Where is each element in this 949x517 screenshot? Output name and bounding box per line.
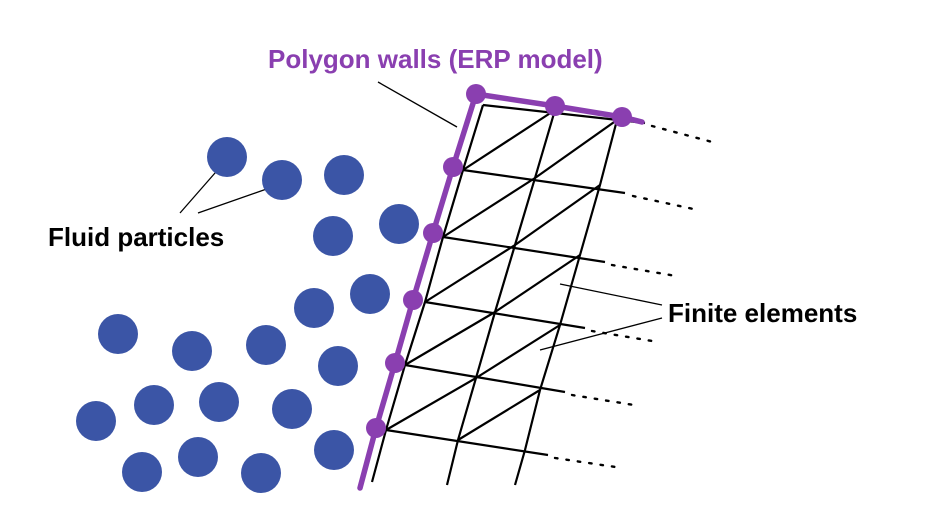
fluid-particle [318, 346, 358, 386]
fluid-particle [199, 382, 239, 422]
fluid-particle [379, 204, 419, 244]
mesh-row-3 [424, 300, 586, 330]
wall-node [466, 84, 486, 104]
polygon-wall-line [357, 91, 645, 491]
polygon-walls-label: Polygon walls (ERP model) [268, 44, 603, 74]
wall-node [423, 223, 443, 243]
leader-polygon-walls [377, 81, 458, 128]
mesh-diagonal [534, 119, 618, 179]
fluid-particles-label: Fluid particles [48, 222, 224, 252]
fluid-particle [294, 288, 334, 328]
mesh-diagonal [442, 177, 536, 238]
fluid-particle [98, 314, 138, 354]
mesh-diagonal [475, 324, 561, 379]
fluid-particle [313, 216, 353, 256]
fluid-particle [76, 401, 116, 441]
fluid-particle [246, 325, 286, 365]
mesh-row-5 [385, 428, 549, 457]
wall-node [385, 353, 405, 373]
dotted-line [590, 329, 660, 344]
mesh-diagonal [462, 109, 556, 171]
finite-element-mesh [370, 103, 646, 486]
dotted-line [610, 263, 678, 278]
fluid-particle [178, 437, 218, 477]
fluid-particle [262, 160, 302, 200]
dotted-line [570, 393, 642, 408]
fluid-particle [134, 385, 174, 425]
fluid-particle [350, 274, 390, 314]
wall-node [403, 290, 423, 310]
leader-fe-2 [539, 317, 663, 351]
leader-fe-1 [559, 283, 663, 306]
fluid-particle [207, 137, 247, 177]
mesh-column-2 [513, 119, 619, 486]
dotted-line [650, 124, 718, 145]
wall-nodes [366, 84, 632, 438]
mesh-continuation-dots [553, 124, 718, 470]
mesh-row-2 [442, 235, 606, 264]
mesh-row-1 [462, 168, 626, 195]
mesh-row-4 [404, 363, 566, 394]
dotted-line [631, 194, 700, 212]
fluid-particle [324, 155, 364, 195]
fluid-particle [314, 430, 354, 470]
wall-node [366, 418, 386, 438]
mesh-diagonal [457, 389, 541, 441]
mesh-diagonal [514, 184, 601, 246]
mesh-diagonal [385, 377, 477, 431]
leader-lines [179, 81, 663, 351]
fluid-particle [122, 452, 162, 492]
mesh-diagonal [424, 244, 516, 303]
finite-elements-label: Finite elements [668, 298, 857, 328]
fluid-particle [172, 331, 212, 371]
mesh-diagonal [404, 311, 496, 366]
wall-node [545, 96, 565, 116]
wall-node [612, 107, 632, 127]
fluid-particles [76, 137, 419, 493]
fluid-particle [272, 389, 312, 429]
dotted-line [553, 456, 624, 470]
wall-node [443, 157, 463, 177]
mesh-diagonal [494, 254, 581, 313]
fluid-particle [241, 453, 281, 493]
